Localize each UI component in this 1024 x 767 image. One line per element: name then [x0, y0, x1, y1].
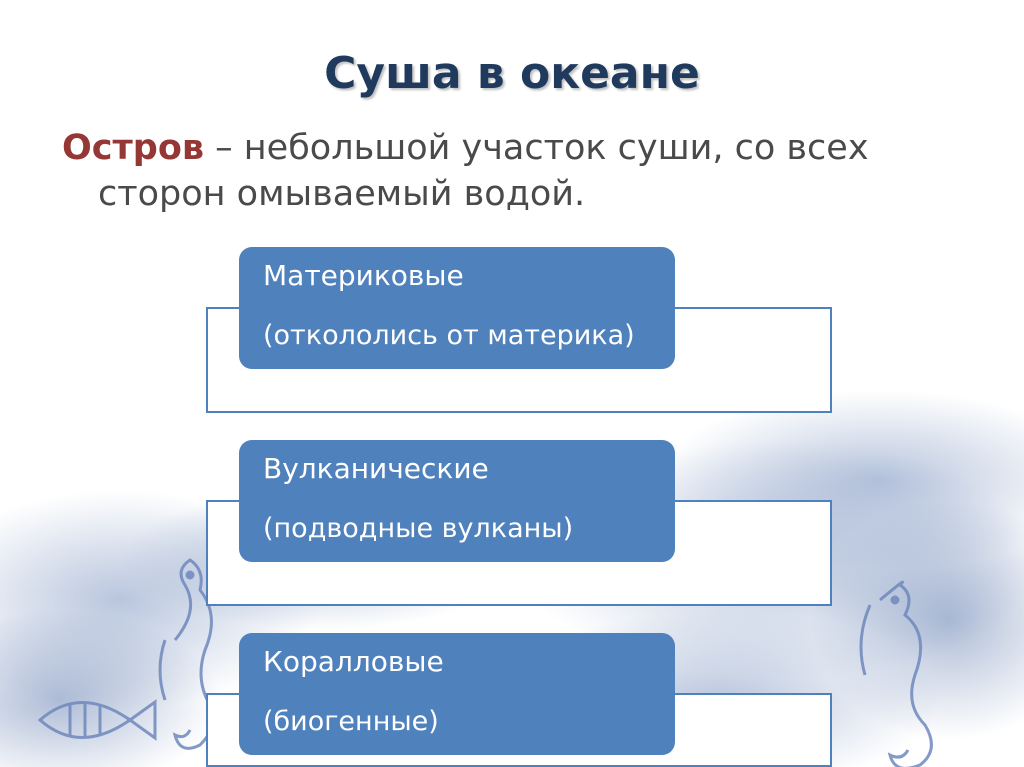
island-type-description: (подводные вулканы) — [263, 513, 574, 544]
island-type-description: (откололись от материка) — [263, 320, 635, 351]
definition-term: Остров — [62, 128, 205, 168]
island-type-name: Коралловые — [263, 645, 444, 678]
island-type-name: Материковые — [263, 259, 464, 292]
island-type-card-coral: Коралловые (биогенные) — [239, 633, 675, 755]
definition-text-line1: – небольшой участок суши, со всех — [204, 128, 869, 168]
definition-text-line2: сторон омываемый водой. — [98, 174, 586, 214]
island-definition: Остров – небольшой участок суши, со всех… — [62, 125, 962, 217]
island-type-name: Вулканические — [263, 452, 489, 485]
slide-title: Суша в океане — [324, 48, 700, 99]
island-type-card-continental: Материковые (откололись от материка) — [239, 247, 675, 369]
seahorse-icon — [158, 558, 215, 750]
fish-icon — [37, 699, 157, 741]
seahorse-icon — [859, 580, 933, 767]
island-type-card-volcanic: Вулканические (подводные вулканы) — [239, 440, 675, 562]
island-type-description: (биогенные) — [263, 706, 439, 737]
